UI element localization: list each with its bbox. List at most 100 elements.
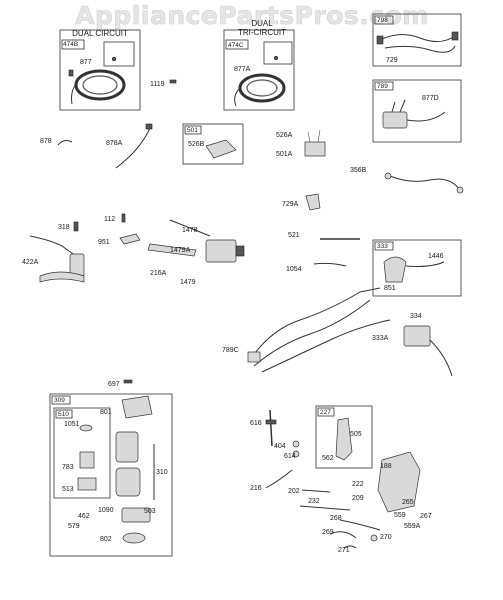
part-729a: 729A [282, 193, 321, 211]
label-188: 188 [380, 463, 392, 470]
box-227: 227 505 562 [315, 405, 373, 469]
box-789-frame [372, 79, 462, 143]
label-783: 783 [62, 464, 74, 471]
box-474c-title-line2: TRI-CIRCUIT [238, 28, 286, 37]
label-559a: 559A [404, 523, 421, 530]
label-877d: 877D [422, 95, 439, 102]
label-789c: 789C [222, 347, 239, 354]
label-334: 334 [410, 313, 422, 320]
regulator-block [382, 111, 408, 129]
ignition-armature [403, 325, 431, 347]
label-202: 202 [288, 488, 300, 495]
label-1051: 1051 [64, 421, 80, 428]
label-271: 271 [338, 547, 350, 554]
label-222: 222 [352, 481, 364, 488]
box-333-label: 333 [377, 243, 388, 250]
label-1479a: 1479A [170, 247, 191, 254]
label-501a: 501A [276, 151, 293, 158]
box-510-label: 510 [58, 411, 69, 418]
box-harness-label: 798 [377, 17, 388, 24]
label-1479: 1479 [180, 279, 196, 286]
brush-holder [121, 507, 151, 523]
label-614: 614 [284, 453, 296, 460]
label-209: 209 [352, 495, 364, 502]
box-474b-label-frame [61, 39, 85, 50]
part-404: 404 614 [274, 440, 300, 460]
box-227-frame [315, 405, 373, 469]
label-216: 216 [250, 485, 262, 492]
box-789: 789 877D [372, 79, 462, 143]
watermark-text: AppliancePartsPros.com [75, 1, 429, 30]
box-474b-label: 474B [63, 41, 78, 48]
label-112: 112 [104, 216, 115, 223]
label-729a: 729A [282, 201, 299, 208]
label-268: 268 [330, 515, 342, 522]
label-270: 270 [380, 534, 392, 541]
armature [115, 431, 139, 463]
box-harness-frame [372, 13, 462, 67]
alternator-coil-877 [74, 69, 126, 101]
screw-icon [273, 55, 279, 61]
ignition-module-851 [383, 256, 407, 283]
box-333: 333 1446 851 [372, 239, 462, 297]
label-878: 878 [40, 138, 52, 145]
label-1054: 1054 [286, 266, 302, 273]
label-503: 503 [144, 508, 156, 515]
label-559: 559 [394, 512, 406, 519]
label-356b: 356B [350, 167, 367, 174]
label-1119: 1119 [150, 81, 165, 88]
label-521: 521 [288, 232, 300, 239]
screw-icon [111, 56, 117, 62]
starter-housing [115, 467, 141, 497]
rectifier-501a [304, 141, 326, 157]
label-802: 802 [100, 536, 112, 543]
label-1446: 1446 [428, 253, 444, 260]
part-789c: 789C [222, 287, 391, 373]
rectifier-526b [205, 139, 237, 159]
part-521: 521 [288, 232, 360, 240]
part-878a: 878A [106, 123, 153, 169]
box-510-frame [53, 407, 111, 499]
label-269: 269 [322, 529, 334, 536]
part-356b: 356B [350, 167, 464, 194]
label-851: 851 [384, 285, 396, 292]
label-801: 801 [100, 409, 112, 416]
box-harness-729: 798 729 [372, 13, 462, 67]
label-333a: 333A [372, 335, 389, 342]
label-505: 505 [350, 431, 362, 438]
part-112: 112 [104, 213, 126, 223]
part-422a: 422A [22, 235, 85, 283]
label-951: 951 [98, 239, 110, 246]
label-526a: 526A [276, 132, 293, 139]
box-474b-frame [59, 29, 141, 111]
control-bracket [377, 451, 421, 513]
box-333-frame [372, 239, 462, 297]
end-cap-801 [121, 395, 153, 419]
box-501: 501 526B [182, 123, 244, 165]
label-562: 562 [322, 455, 334, 462]
box-227-label: 227 [320, 409, 331, 416]
label-1090: 1090 [98, 507, 114, 514]
label-310: 310 [156, 469, 168, 476]
label-318: 318 [58, 224, 70, 231]
part-697: 697 [108, 379, 133, 388]
part-solenoid-1478: 1478 1479A 1479 216A [147, 219, 245, 286]
label-877a: 877A [234, 66, 251, 73]
part-cables: 268 269 270 271 [322, 515, 392, 554]
box-309-label: 309 [54, 397, 65, 404]
part-318: 318 [58, 221, 79, 232]
part-1119: 1119 [150, 79, 177, 88]
label-216a: 216A [150, 270, 167, 277]
box-789-label: 789 [377, 83, 388, 90]
box-474b-title: DUAL CIRCUIT [72, 29, 128, 38]
part-951: 951 [98, 233, 141, 246]
label-513: 513 [62, 486, 74, 493]
part-linkages: 216 202 232 [250, 469, 351, 511]
box-474b: 474B DUAL CIRCUIT 877 [59, 29, 141, 111]
box-474c: 474C DUAL TRI-CIRCUIT 877A [223, 19, 295, 111]
label-265: 265 [402, 499, 414, 506]
solenoid-body [205, 239, 237, 263]
throttle-lever [335, 417, 353, 461]
label-462: 462 [78, 513, 90, 520]
